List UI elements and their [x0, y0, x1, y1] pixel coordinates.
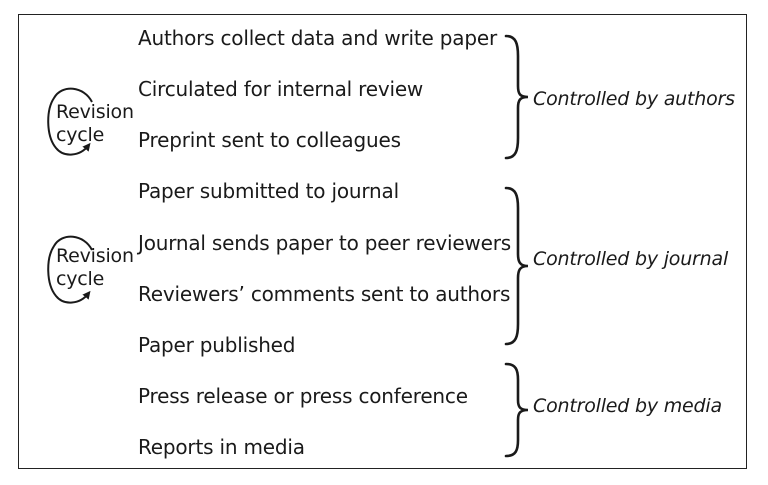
revision-cycle-label-line1: Revision	[56, 101, 134, 123]
revision-cycle-arrow-icon	[47, 235, 93, 304]
brace-media	[504, 362, 529, 458]
revision-cycle-label-line2: cycle	[56, 268, 105, 290]
step-press-release: Press release or press conference	[138, 384, 468, 408]
step-peer-review: Journal sends paper to peer reviewers	[138, 231, 511, 255]
step-media-reports: Reports in media	[138, 435, 305, 459]
step-preprint: Preprint sent to colleagues	[138, 128, 401, 152]
step-internal-review: Circulated for internal review	[138, 77, 424, 101]
step-reviewer-comments: Reviewers’ comments sent to authors	[138, 282, 511, 306]
revision-cycle-arrow-icon	[47, 87, 93, 156]
revision-cycle-label-line1: Revision	[56, 245, 134, 267]
brace-authors	[504, 34, 529, 160]
diagram-frame	[18, 14, 747, 469]
group-label-authors: Controlled by authors	[533, 88, 735, 110]
group-label-journal: Controlled by journal	[533, 248, 729, 270]
step-collect-data: Authors collect data and write paper	[138, 26, 497, 50]
revision-cycle-label-line2: cycle	[56, 124, 105, 146]
step-submitted: Paper submitted to journal	[138, 179, 399, 203]
step-published: Paper published	[138, 333, 296, 357]
group-label-media: Controlled by media	[533, 395, 722, 417]
brace-journal	[504, 186, 529, 346]
